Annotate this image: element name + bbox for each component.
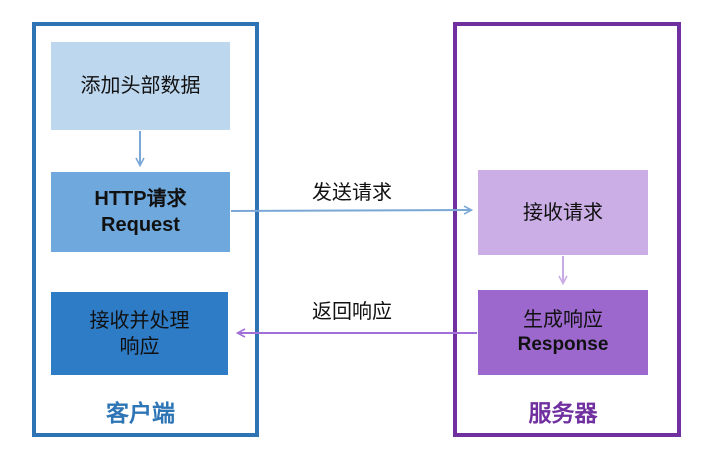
node-http-request-label-zh: HTTP请求 (94, 188, 187, 210)
server-label: 服务器 (528, 400, 598, 426)
node-add-header-label: 添加头部数据 (80, 75, 201, 97)
node-receive-process-label-line2: 响应 (119, 335, 160, 358)
node-add-header-data: 添加头部数据 (51, 42, 230, 130)
node-generate-response-label-en: Response (517, 334, 609, 356)
client-label: 客户端 (106, 400, 175, 426)
return-response-arrow-label: 返回响应 (312, 301, 392, 323)
node-receive-and-process-response: 接收并处理 响应 (51, 292, 228, 375)
node-receive-request-label: 接收请求 (523, 201, 603, 224)
send-request-arrow-label: 发送请求 (312, 182, 392, 204)
node-receive-request: 接收请求 (478, 170, 648, 255)
client-container (32, 22, 259, 437)
node-generate-response-label-zh: 生成响应 (523, 309, 603, 332)
node-receive-process-label-line1: 接收并处理 (89, 309, 190, 332)
node-http-request-label-en: Request (101, 214, 180, 236)
arrow-send-request (230, 205, 474, 215)
node-http-request: HTTP请求 Request (51, 172, 230, 252)
node-generate-response: 生成响应 Response (478, 290, 648, 375)
server-container (453, 22, 681, 437)
